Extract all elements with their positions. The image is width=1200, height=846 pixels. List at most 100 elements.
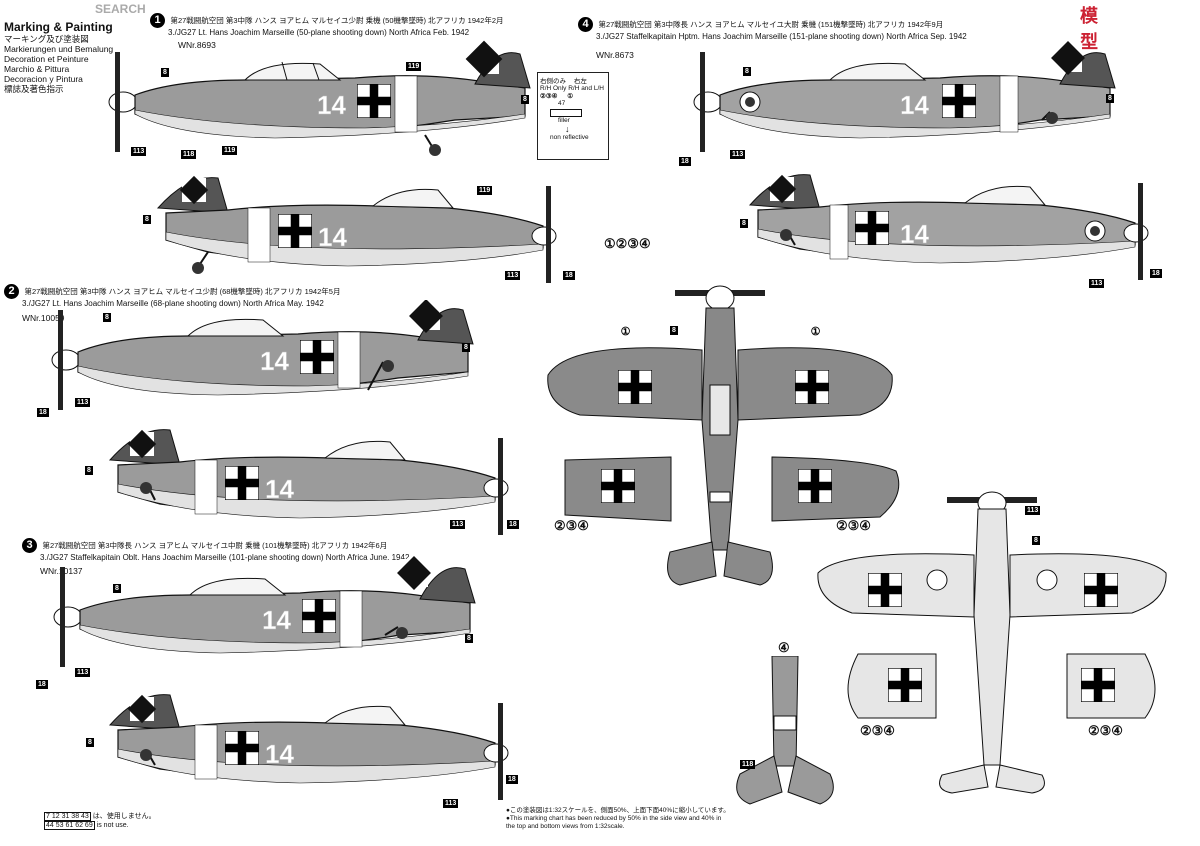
wing-panel-right xyxy=(771,456,900,522)
header-lang-3: Marchio & Pittura xyxy=(4,64,70,74)
callout-113-h: 113 xyxy=(1089,279,1105,288)
opt2-code-l: 14 xyxy=(260,346,289,376)
option-1-caption: 1 第27戦闘航空団 第3中隊 ハンス ヨアヒム マルセイユ少尉 乗機 (50機… xyxy=(150,10,504,50)
option-4-wnr: WNr.8673 xyxy=(596,50,634,60)
under-panel-right xyxy=(1066,653,1156,719)
callout-18-g: 18 xyxy=(1150,269,1162,278)
legend-lr-jp: 右左 xyxy=(573,78,587,85)
option-4-en: 3./JG27 Staffelkapitain Hptm. Hans Joach… xyxy=(596,32,967,41)
top-opt1-badge-right: ① xyxy=(810,326,821,338)
callout-113-b: 113 xyxy=(505,271,521,280)
header: Marking & Painting マーキング及び塗装図 Markierung… xyxy=(4,20,113,94)
opt1-right-profile: 14 xyxy=(156,175,557,283)
opt3-code-l: 14 xyxy=(262,605,291,635)
opt1-left-profile: 14 xyxy=(108,40,531,156)
opt2-right-profile: 14 xyxy=(108,429,509,535)
unused-jp: は、使用しません。 xyxy=(92,813,156,820)
callout-8-c: 8 xyxy=(521,95,529,104)
option-4-caption: 4 第27戦闘航空団 第3中隊長 ハンス ヨアヒム マルセイユ大尉 乗機 (15… xyxy=(578,14,967,60)
option-3-badge: 3 xyxy=(22,538,37,553)
legend-lr-en: R/H and L/H xyxy=(568,85,604,92)
callout-113-d: 113 xyxy=(450,520,466,529)
note-jp: ●この塗装図は1:32スケールを、側面50%、上面下面40%に縮小しています。 xyxy=(506,807,730,814)
header-title: Marking & Painting xyxy=(4,20,113,34)
callout-119-b: 119 xyxy=(222,146,238,155)
bottom-view-plan xyxy=(817,491,1167,794)
callout-113-a: 113 xyxy=(131,147,147,156)
wing-panel-left xyxy=(564,456,672,522)
plan-set-lower-1: ②③④ xyxy=(554,518,589,533)
callout-113-c: 113 xyxy=(75,398,91,407)
callout-18-d: 18 xyxy=(36,680,48,689)
opt2-code-r: 14 xyxy=(265,474,294,504)
callout-8-e: 8 xyxy=(462,343,470,352)
option-2-badge: 2 xyxy=(4,284,19,299)
opt4-right-profile: 14 xyxy=(748,174,1149,280)
callout-118-b: 118 xyxy=(740,760,756,769)
top-opt1-badge-left: ① xyxy=(620,326,631,338)
note-en-1: ●This marking chart has been reduced by … xyxy=(506,815,722,822)
opt1-code-l: 14 xyxy=(317,90,346,120)
callout-8-l: 8 xyxy=(740,219,748,228)
callout-113-g: 113 xyxy=(730,150,746,159)
option-1-en: 3./JG27 Lt. Hans Joachim Marseille (50-p… xyxy=(168,28,470,37)
plan-set-under-1: ②③④ xyxy=(860,723,895,738)
option-4-badge: 4 xyxy=(578,17,593,32)
option-4-jp: 第27戦闘航空団 第3中隊長 ハンス ヨアヒム マルセイユ大尉 乗機 (151機… xyxy=(598,20,944,29)
option-2-en: 3./JG27 Lt. Hans Joachim Marseille (68-p… xyxy=(22,299,324,308)
header-lang-1: Markierungen und Bemalung xyxy=(4,44,114,54)
callout-8-b: 8 xyxy=(143,215,151,224)
callout-113-i: 113 xyxy=(1025,506,1041,515)
right-only-legend: 右側のみ 右左 R/H Only R/H and L/H ②③④ ① 47 fi… xyxy=(537,72,609,160)
opt2-left-profile: 14 xyxy=(51,300,474,410)
callout-8-j: 8 xyxy=(743,67,751,76)
site-tag: SEARCH xyxy=(95,2,146,16)
callout-119-c: 119 xyxy=(477,186,493,195)
option-3-jp: 第27戦闘航空団 第3中隊長 ハンス ヨアヒム マルセイユ中尉 乗機 (101機… xyxy=(42,541,388,550)
opt4-top-badge: ④ xyxy=(778,640,790,655)
callout-8-n: 8 xyxy=(1032,536,1040,545)
option-3-en: 3./JG27 Staffelkapitain Oblt. Hans Joach… xyxy=(40,553,410,562)
top-view-plan xyxy=(547,285,893,586)
legend-filler: filler xyxy=(558,117,570,124)
opt4-code-r: 14 xyxy=(900,219,929,249)
callout-113-f: 113 xyxy=(443,799,459,808)
callout-18-b: 18 xyxy=(37,408,49,417)
option-2-caption: 2 第27戦闘航空団 第3中隊 ハンス ヨアヒム マルセイユ少尉 (68機撃墜時… xyxy=(4,281,340,323)
callout-18-e: 18 xyxy=(506,775,518,784)
unused-en: is not use. xyxy=(96,822,129,829)
under-panel-left xyxy=(847,653,937,719)
callout-8-f: 8 xyxy=(85,466,93,475)
opt3-right-profile: 14 xyxy=(108,694,509,800)
callout-18-f: 18 xyxy=(679,157,691,166)
option-1-badge: 1 xyxy=(150,13,165,28)
legend-r-only-jp: 右側のみ xyxy=(540,78,566,85)
option-1-wnr: WNr.8693 xyxy=(178,40,216,50)
unused-parts-note: 7 12 31 38 43 は、使用しません。 44 53 61 62 69 i… xyxy=(44,812,156,830)
callout-118-a: 118 xyxy=(181,150,197,159)
note-en-2: the top and bottom views from 1:32scale. xyxy=(506,823,625,830)
unused-nums-2: 44 53 61 62 69 xyxy=(44,821,95,830)
callout-8-h: 8 xyxy=(465,634,473,643)
callout-18-c: 18 xyxy=(507,520,519,529)
option-2-wnr: WNr.10059 xyxy=(22,313,65,323)
header-lang-5: 標誌及著色指示 xyxy=(4,84,64,94)
plan-set-lower-2: ②③④ xyxy=(836,518,871,533)
header-lang-4: Decoracion y Pintura xyxy=(4,74,83,84)
callout-8-d: 8 xyxy=(103,313,111,322)
callout-8-g: 8 xyxy=(113,584,121,593)
unused-nums-1: 7 12 31 38 43 xyxy=(44,812,91,821)
opt4-left-profile: 14 xyxy=(693,41,1116,152)
callout-18-a: 18 xyxy=(563,271,575,280)
scale-note: ●この塗装図は1:32スケールを、側面50%、上面下面40%に縮小しています。 … xyxy=(506,807,806,831)
plan-set-under-2: ②③④ xyxy=(1088,723,1123,738)
option-2-jp: 第27戦闘航空団 第3中隊 ハンス ヨアヒム マルセイユ少尉 (68機撃墜時) … xyxy=(24,287,341,296)
callout-8-i: 8 xyxy=(86,738,94,747)
header-lang-2: Decoration et Peinture xyxy=(4,54,89,64)
opt3-code-r: 14 xyxy=(265,739,294,769)
legend-47: 47 xyxy=(558,100,566,107)
option-1-jp: 第27戦闘航空団 第3中隊 ハンス ヨアヒム マルセイユ少尉 乗機 (50機撃墜… xyxy=(170,16,504,25)
legend-r-only-en: R/H Only xyxy=(540,85,567,92)
callout-8-m: 8 xyxy=(670,326,678,335)
callout-119-a: 119 xyxy=(406,62,422,71)
